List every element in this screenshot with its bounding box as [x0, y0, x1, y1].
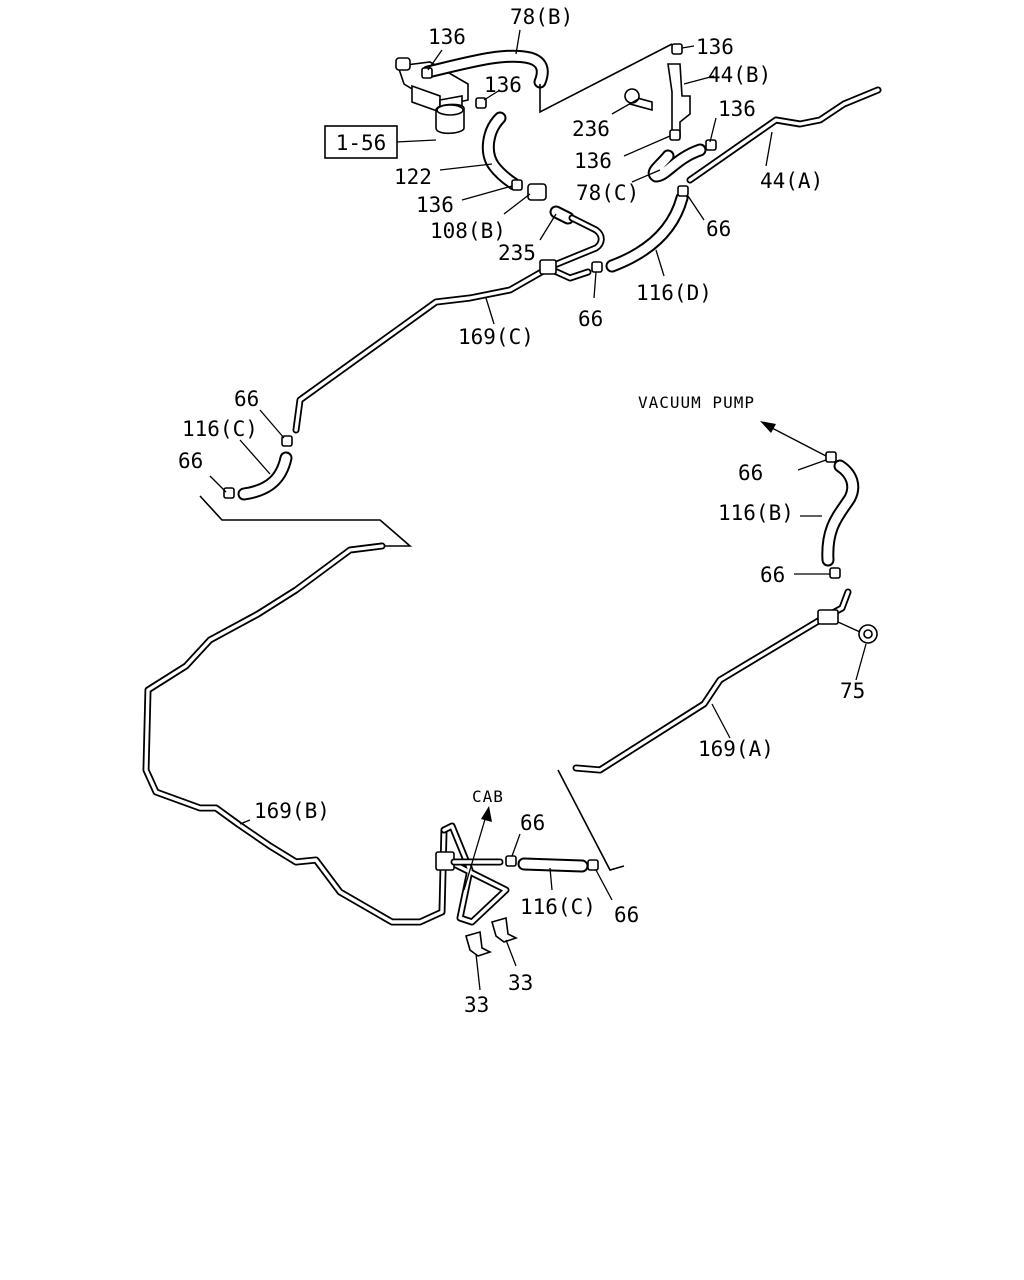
reference-box [324, 125, 398, 159]
callout-169a: 169(A) [698, 737, 774, 761]
tee-fitting [539, 259, 557, 275]
vacuum-pump-label: VACUUM PUMP [638, 393, 755, 412]
callout-169b: 169(B) [254, 799, 330, 823]
clamp-136-e [705, 139, 717, 151]
callout-116c-bottom: 116(C) [520, 895, 596, 919]
callout-136-b: 136 [484, 73, 522, 97]
callout-108b: 108(B) [430, 219, 506, 243]
callout-33-a: 33 [464, 993, 489, 1017]
callout-136-c: 136 [696, 35, 734, 59]
callout-136-f: 136 [416, 193, 454, 217]
connection-line [539, 43, 673, 114]
callout-136-d: 136 [574, 149, 612, 173]
leader-lines [209, 29, 867, 991]
clamp-66-e [825, 451, 837, 463]
callout-75: 75 [840, 679, 865, 703]
callout-44b: 44(B) [708, 63, 771, 87]
callout-116d: 116(D) [636, 281, 712, 305]
break-line-right [557, 769, 625, 871]
reference-box-label: 1-56 [336, 131, 387, 155]
callout-235: 235 [498, 241, 536, 265]
callout-66-h: 66 [614, 903, 639, 927]
callout-116c-top: 116(C) [182, 417, 258, 441]
clamp-136-f [511, 179, 523, 191]
callout-66-b: 66 [578, 307, 603, 331]
vacuum-tank-assembly [395, 57, 469, 135]
clamp-136-c [671, 43, 683, 55]
cab-arrow [463, 806, 492, 891]
vacuum-pump-arrow [760, 421, 827, 457]
callout-136-e: 136 [718, 97, 756, 121]
clamp-66-d [223, 487, 235, 499]
callout-78b: 78(B) [510, 5, 573, 29]
clamp-66-g [505, 855, 517, 867]
callout-66-e: 66 [738, 461, 763, 485]
callout-66-a: 66 [706, 217, 731, 241]
clamp-66-h [587, 859, 599, 871]
callout-33-b: 33 [508, 971, 533, 995]
clamp-136-d [669, 129, 681, 141]
clip-33-a [465, 930, 493, 957]
callout-66-c: 66 [234, 387, 259, 411]
clamp-66-c [281, 435, 293, 447]
callout-44a: 44(A) [760, 169, 823, 193]
cab-label: CAB [472, 787, 504, 806]
callout-66-g: 66 [520, 811, 545, 835]
callout-66-d: 66 [178, 449, 203, 473]
clamp-66-f [829, 567, 841, 579]
callout-136-a: 136 [428, 25, 466, 49]
callout-169c: 169(C) [458, 325, 534, 349]
clamp-66-b [591, 261, 603, 273]
clip-108b [527, 183, 547, 201]
clamp-136-b [475, 97, 487, 109]
callout-78c: 78(C) [576, 181, 639, 205]
break-line-left [199, 495, 413, 547]
callout-66-f: 66 [760, 563, 785, 587]
callout-236: 236 [572, 117, 610, 141]
clamp-66-a [677, 185, 689, 197]
bracket-44b [624, 63, 691, 137]
clip-33-b [491, 916, 519, 943]
callout-122: 122 [394, 165, 432, 189]
pipe-fitting [817, 609, 839, 625]
callout-116b: 116(B) [718, 501, 794, 525]
clamp-136-a [421, 67, 433, 79]
valve-75 [858, 624, 878, 644]
